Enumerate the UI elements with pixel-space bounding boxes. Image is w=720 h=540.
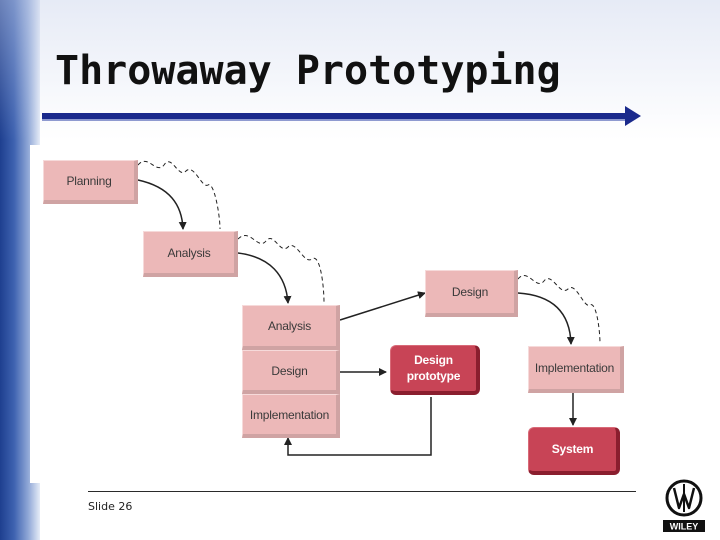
flow-arrow-analysis-to-stack [237,252,292,304]
footer-rule [88,491,636,492]
wiley-logo: WILEY [663,479,705,532]
stack-analysis-label: Analysis [267,319,312,333]
system-box: System [528,427,620,475]
title-rule [42,106,641,126]
system-label: System [551,441,594,456]
flow-arrow-planning-to-analysis [137,179,187,230]
stack-analysis-box: Analysis [242,305,340,350]
diagram-panel: Planning Analysis Analysis Design Implem… [30,145,640,483]
implementation-label: Implementation [534,361,615,375]
stack-design-label: Design [271,363,308,378]
feedback-loop-design [517,275,601,345]
design-label: Design [451,285,489,299]
stack-implementation-box: Implementation [242,394,340,438]
design-prototype-box: Design prototype [390,345,480,395]
feedback-loop-planning [137,160,221,230]
analysis-box: Analysis [143,231,238,277]
design-prototype-label: Design prototype [406,352,461,383]
slide-number: Slide 26 [88,500,133,513]
connector-layer [137,160,601,456]
design-box: Design [425,270,518,317]
stack-design-box: Design [242,350,340,394]
slide-title: Throwaway Prototyping [55,48,561,94]
svg-text:WILEY: WILEY [670,522,699,532]
planning-label: Planning [66,173,112,188]
feedback-loop-analysis [237,235,325,304]
planning-box: Planning [43,160,138,204]
analysis-label: Analysis [167,245,211,260]
flow-arrow-stack-to-design [339,291,426,321]
stack-implementation-label: Implementation [249,407,330,422]
flow-arrow-design-to-implementation [517,292,575,345]
prototype-feedback-loop [284,397,432,456]
implementation-box: Implementation [528,346,624,393]
